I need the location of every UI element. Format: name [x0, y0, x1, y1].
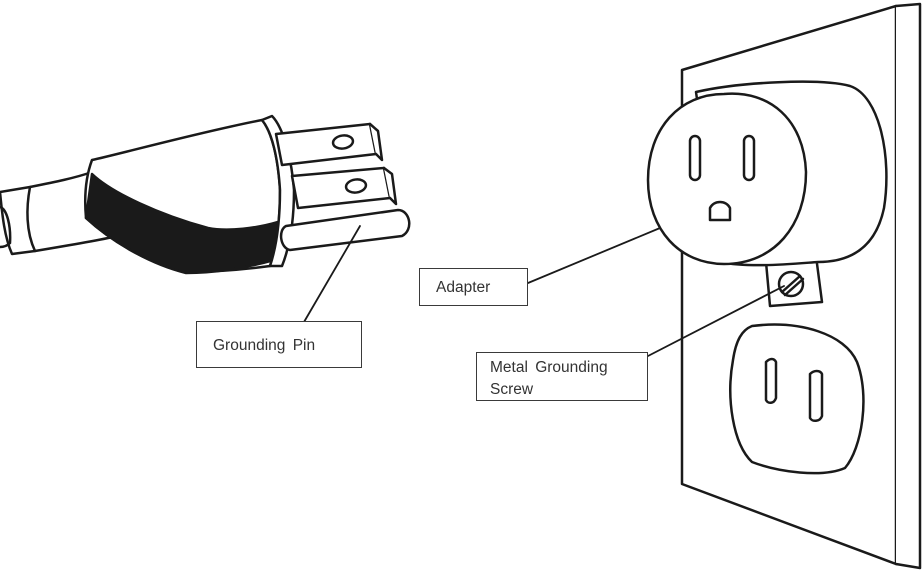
leader-grounding-screw: [647, 285, 785, 357]
plug-blade-top: [274, 122, 378, 167]
grounding-pin-label: Grounding Pin: [196, 321, 362, 368]
leader-lines: [303, 225, 785, 357]
cord-end-ring: [0, 205, 12, 249]
lower-receptacle-slot-right: [808, 369, 824, 422]
grounding-pin: [279, 208, 411, 252]
adapter-label: Adapter: [419, 268, 528, 306]
plug-blade-bottom: [290, 166, 392, 210]
metal-grounding-screw-label-line2: Screw: [490, 381, 534, 398]
leader-grounding-pin: [303, 225, 361, 323]
plug-with-cord: [0, 114, 411, 275]
grounding-pin-label-text: Grounding Pin: [213, 337, 316, 354]
adapter-ground-hole: [708, 200, 732, 222]
metal-grounding-screw-label: Metal Grounding Screw: [476, 352, 648, 401]
adapter-slot-right: [742, 134, 756, 182]
adapter-face: [646, 92, 808, 266]
metal-grounding-screw-label-line1: Metal Grounding: [490, 359, 608, 376]
adapter-label-text: Adapter: [436, 279, 491, 296]
lower-receptacle-slot-left: [764, 357, 778, 404]
adapter-slot-left: [688, 134, 702, 182]
leader-adapter: [527, 227, 661, 284]
wall-plate-edge: [894, 2, 922, 570]
wall-outlet: [646, 2, 922, 570]
lower-receptacle: [729, 323, 865, 475]
